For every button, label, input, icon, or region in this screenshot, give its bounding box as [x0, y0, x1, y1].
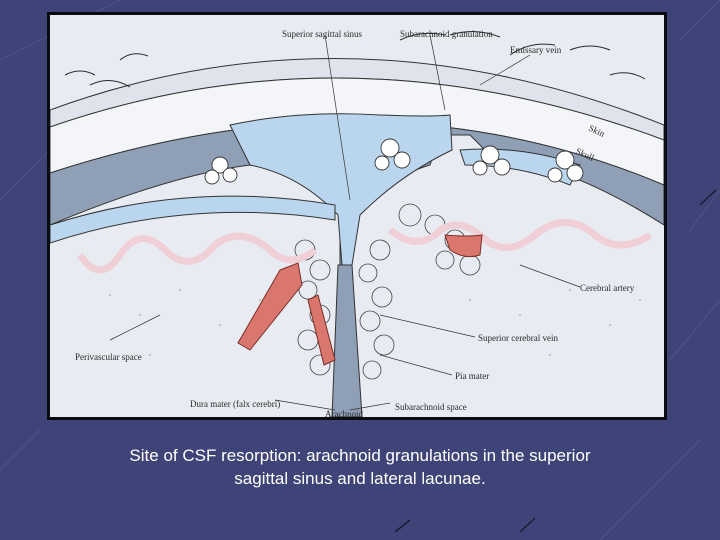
- cerebral-arteries: [237, 234, 483, 366]
- label-subarachnoid-space: Subarachnoid space: [395, 402, 467, 412]
- cerebral-cortex: [109, 289, 641, 356]
- csf-resorption-diagram: Superior sagittal sinus Subarachnoid gra…: [50, 15, 664, 417]
- slide-caption: Site of CSF resorption: arachnoid granul…: [40, 444, 680, 490]
- label-superior-sagittal-sinus: Superior sagittal sinus: [282, 29, 362, 39]
- arachnoid-granulations: [204, 138, 584, 185]
- label-arachnoid: Arachnoid: [325, 409, 363, 417]
- label-superior-cerebral-vein: Superior cerebral vein: [478, 333, 558, 343]
- hair-strokes: [64, 31, 646, 88]
- label-leaders: [109, 34, 581, 411]
- label-emissary-vein: Emissary vein: [510, 45, 562, 55]
- caption-line-2: sagittal sinus and lateral lacunae.: [234, 469, 486, 488]
- label-cerebral-artery: Cerebral artery: [580, 283, 635, 293]
- pia-mater-outline: [77, 219, 652, 274]
- label-pia-mater: Pia mater: [455, 371, 489, 381]
- falx-cerebri: [331, 264, 363, 417]
- label-subarachnoid-granulation: Subarachnoid granulation: [400, 29, 493, 39]
- anatomy-figure-frame: Superior sagittal sinus Subarachnoid gra…: [47, 12, 667, 420]
- subarachnoid-space-left: [50, 195, 336, 244]
- label-dura-mater: Dura mater (falx cerebri): [190, 399, 280, 409]
- label-perivascular-space: Perivascular space: [75, 352, 142, 362]
- caption-line-1: Site of CSF resorption: arachnoid granul…: [129, 446, 591, 465]
